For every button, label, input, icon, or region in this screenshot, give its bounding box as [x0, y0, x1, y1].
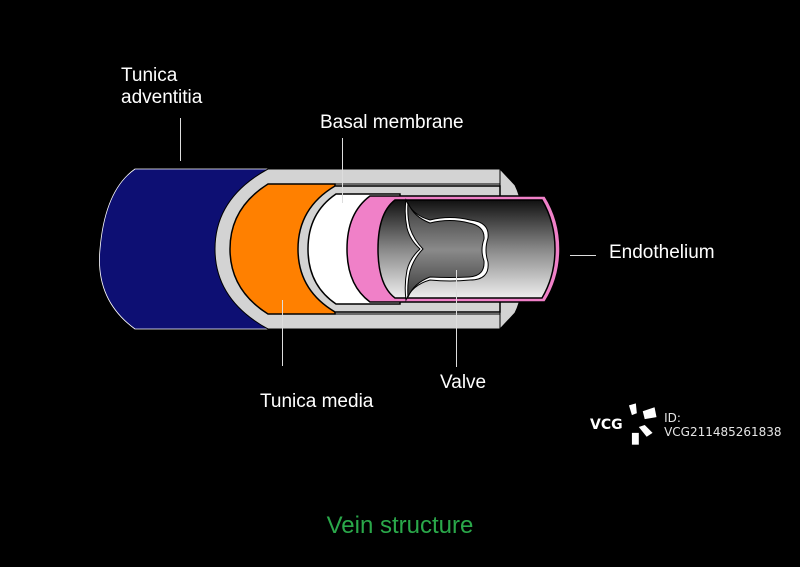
label-tunica-adventitia-line2: adventitia	[121, 87, 203, 108]
vcg-logo-icon	[628, 403, 657, 445]
tunica-media-leader	[282, 300, 283, 366]
label-basal-membrane: Basal membrane	[320, 112, 464, 133]
tunica-adventitia-leader	[180, 118, 181, 161]
watermark-logo-text: VCG	[590, 417, 623, 433]
valve	[407, 202, 485, 298]
label-tunica-adventitia-line1: Tunica	[121, 65, 178, 86]
diagram-title: Vein structure	[326, 512, 474, 539]
label-tunica-media: Tunica media	[260, 391, 374, 412]
valve-leader	[456, 270, 457, 367]
basal-membrane-leader	[342, 138, 343, 203]
label-valve: Valve	[440, 372, 487, 393]
watermark-id: ID: VCG211485261838	[664, 411, 782, 439]
endothelium-leader	[570, 255, 596, 256]
label-endothelium: Endothelium	[609, 242, 715, 263]
watermark: VCG ID: VCG211485261838	[590, 403, 800, 447]
label-tunica-adventitia: Tunica adventitia	[121, 65, 202, 109]
